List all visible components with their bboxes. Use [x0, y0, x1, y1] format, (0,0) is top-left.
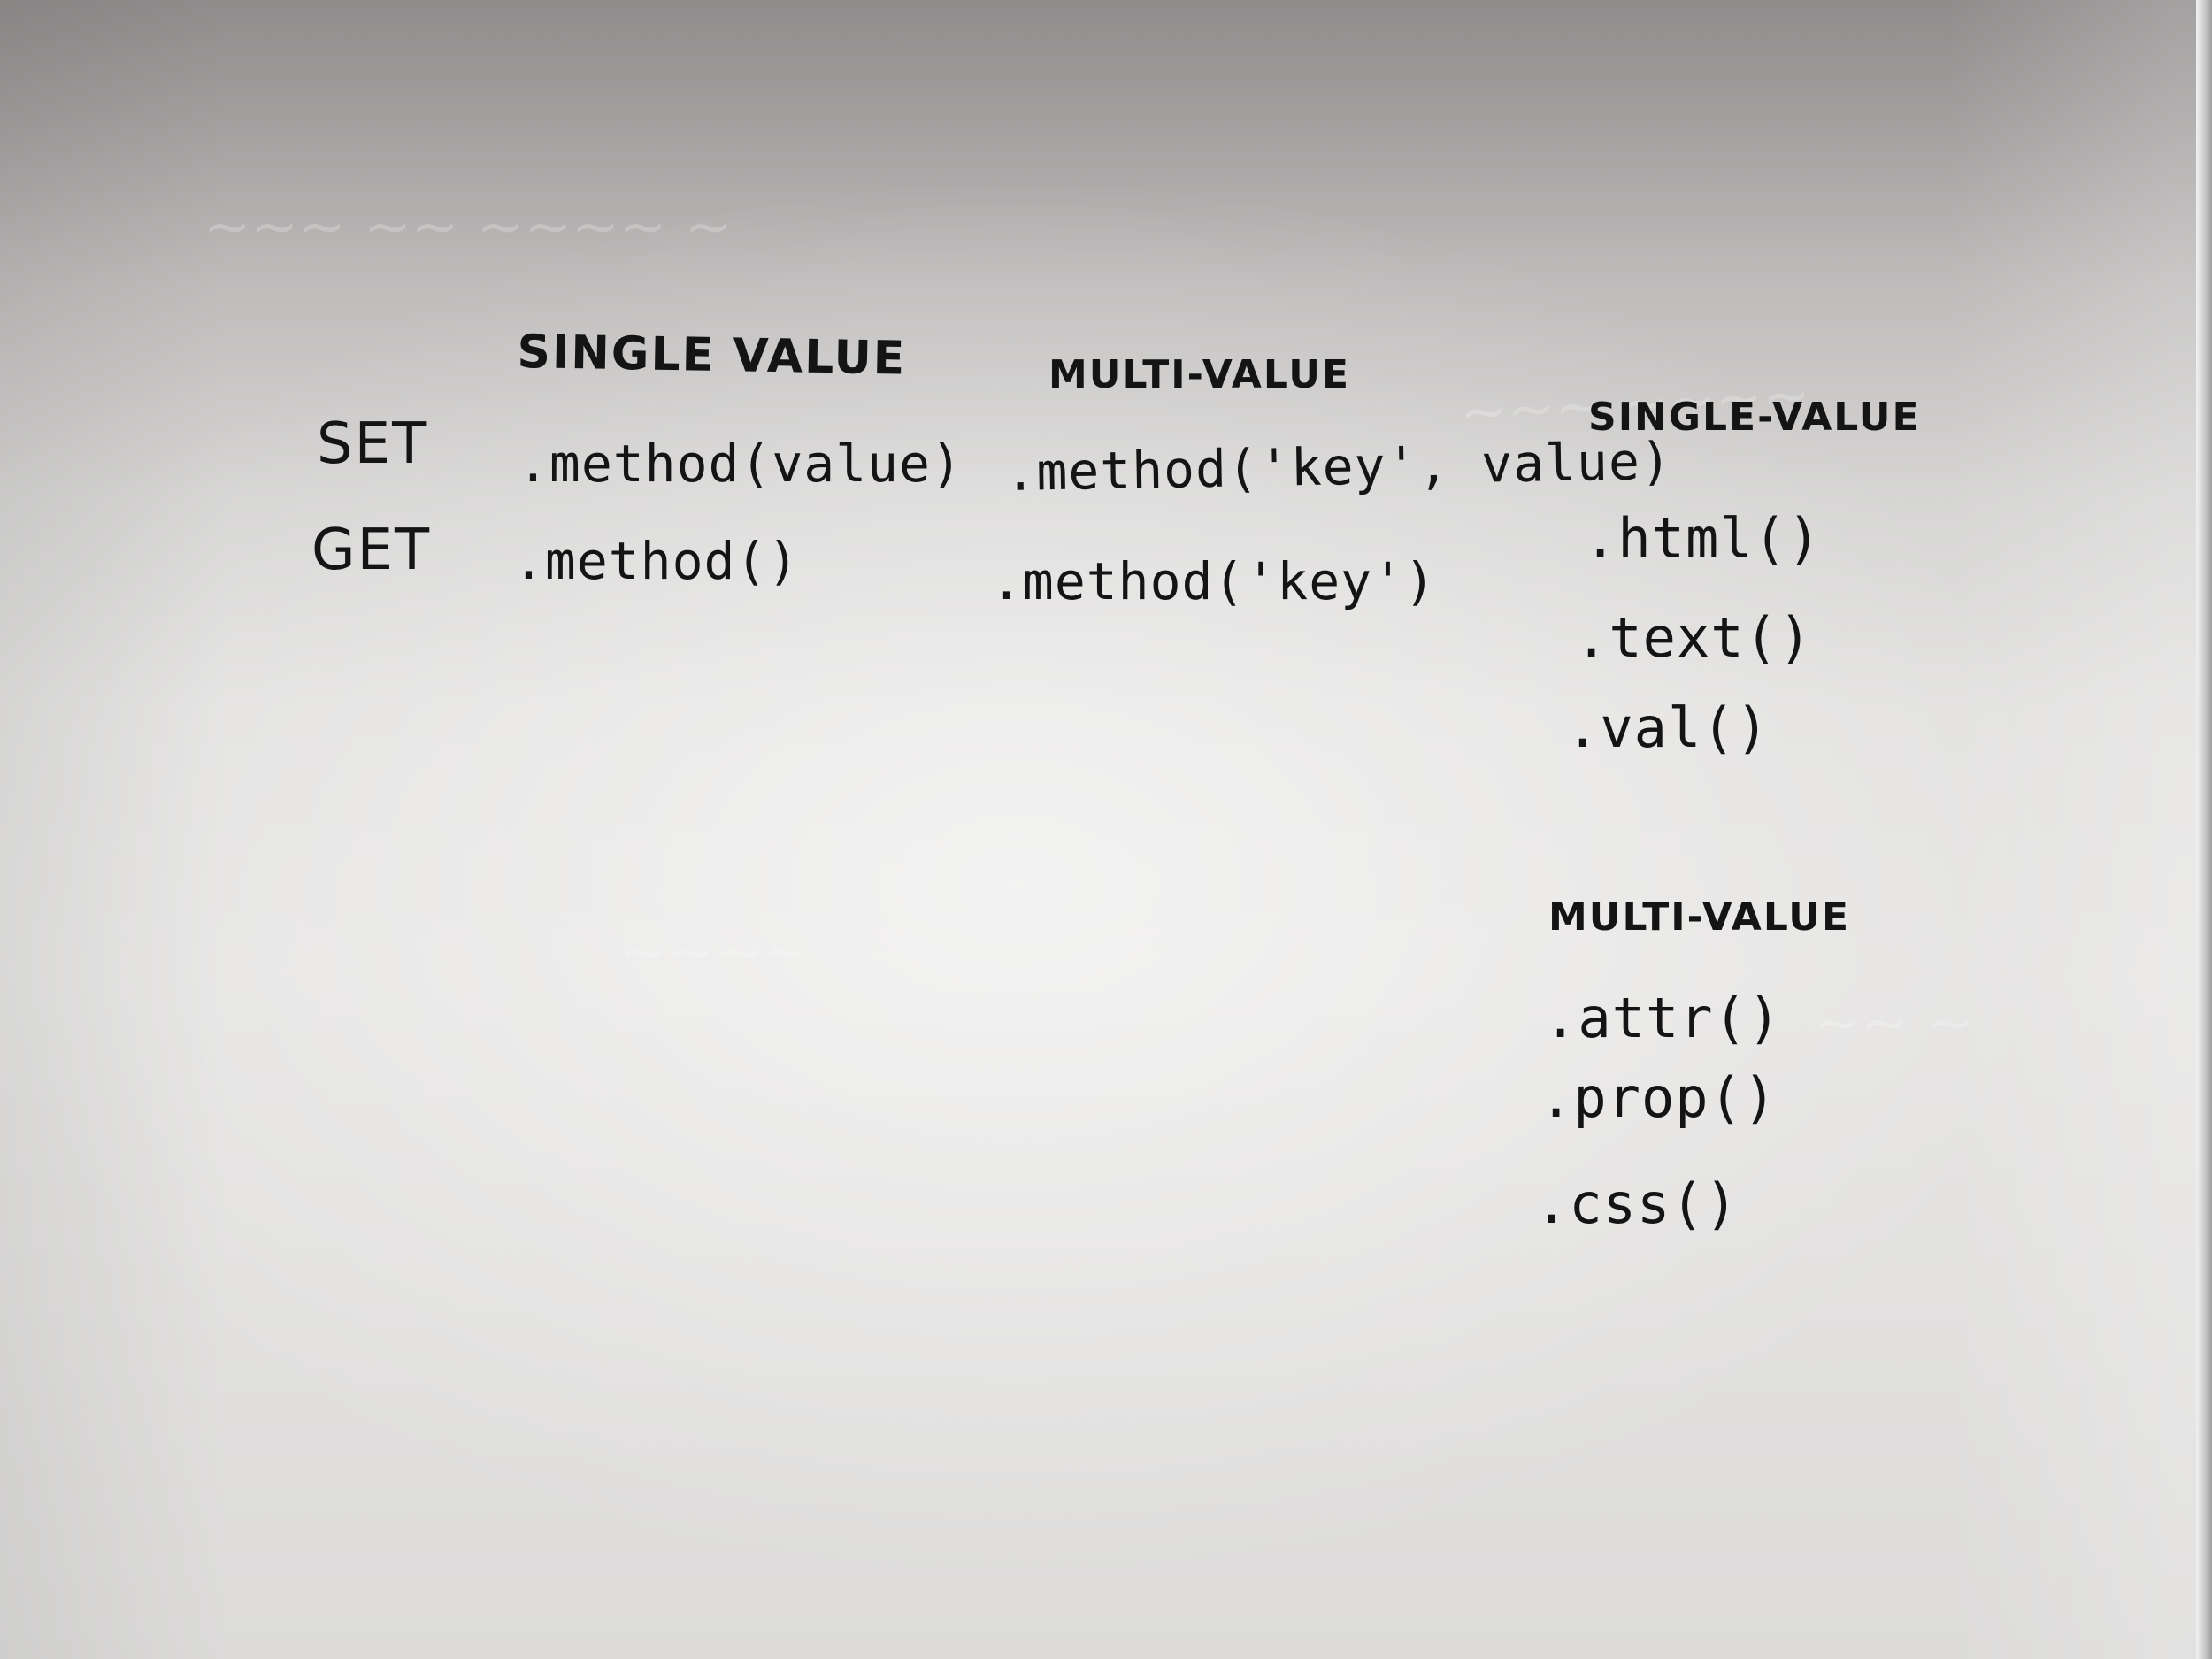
- set-single-value-method: .method(value): [518, 434, 963, 494]
- row-label-set: SET: [317, 411, 429, 477]
- method-html: .html(): [1584, 506, 1822, 571]
- set-multi-value-method: .method('key', value): [1003, 430, 1673, 503]
- erased-marks: ~~~ ~~~~: [1458, 362, 1812, 447]
- get-multi-value-method: .method('key'): [991, 551, 1436, 611]
- erased-marks: ~~~ ~~ ~~~~ ~: [204, 195, 733, 260]
- method-attr: .attr(): [1544, 986, 1782, 1050]
- right-header-multi-value: MULTI-VALUE: [1548, 895, 1851, 940]
- header-single-value: SINGLE VALUE: [517, 326, 907, 386]
- whiteboard-frame-edge: [2196, 0, 2212, 1659]
- method-text: .text(): [1575, 605, 1813, 670]
- method-css: .css(): [1535, 1171, 1739, 1236]
- header-multi-value: MULTI-VALUE: [1048, 352, 1351, 397]
- erased-marks: ~~~~: [619, 920, 810, 986]
- get-single-value-method: .method(): [513, 531, 800, 591]
- method-prop: .prop(): [1540, 1065, 1778, 1130]
- erased-marks: ~~ ~: [1814, 991, 1975, 1056]
- row-label-get: GET: [311, 518, 432, 583]
- method-val: .val(): [1566, 695, 1770, 760]
- right-header-single-value: SINGLE-VALUE: [1588, 395, 1921, 440]
